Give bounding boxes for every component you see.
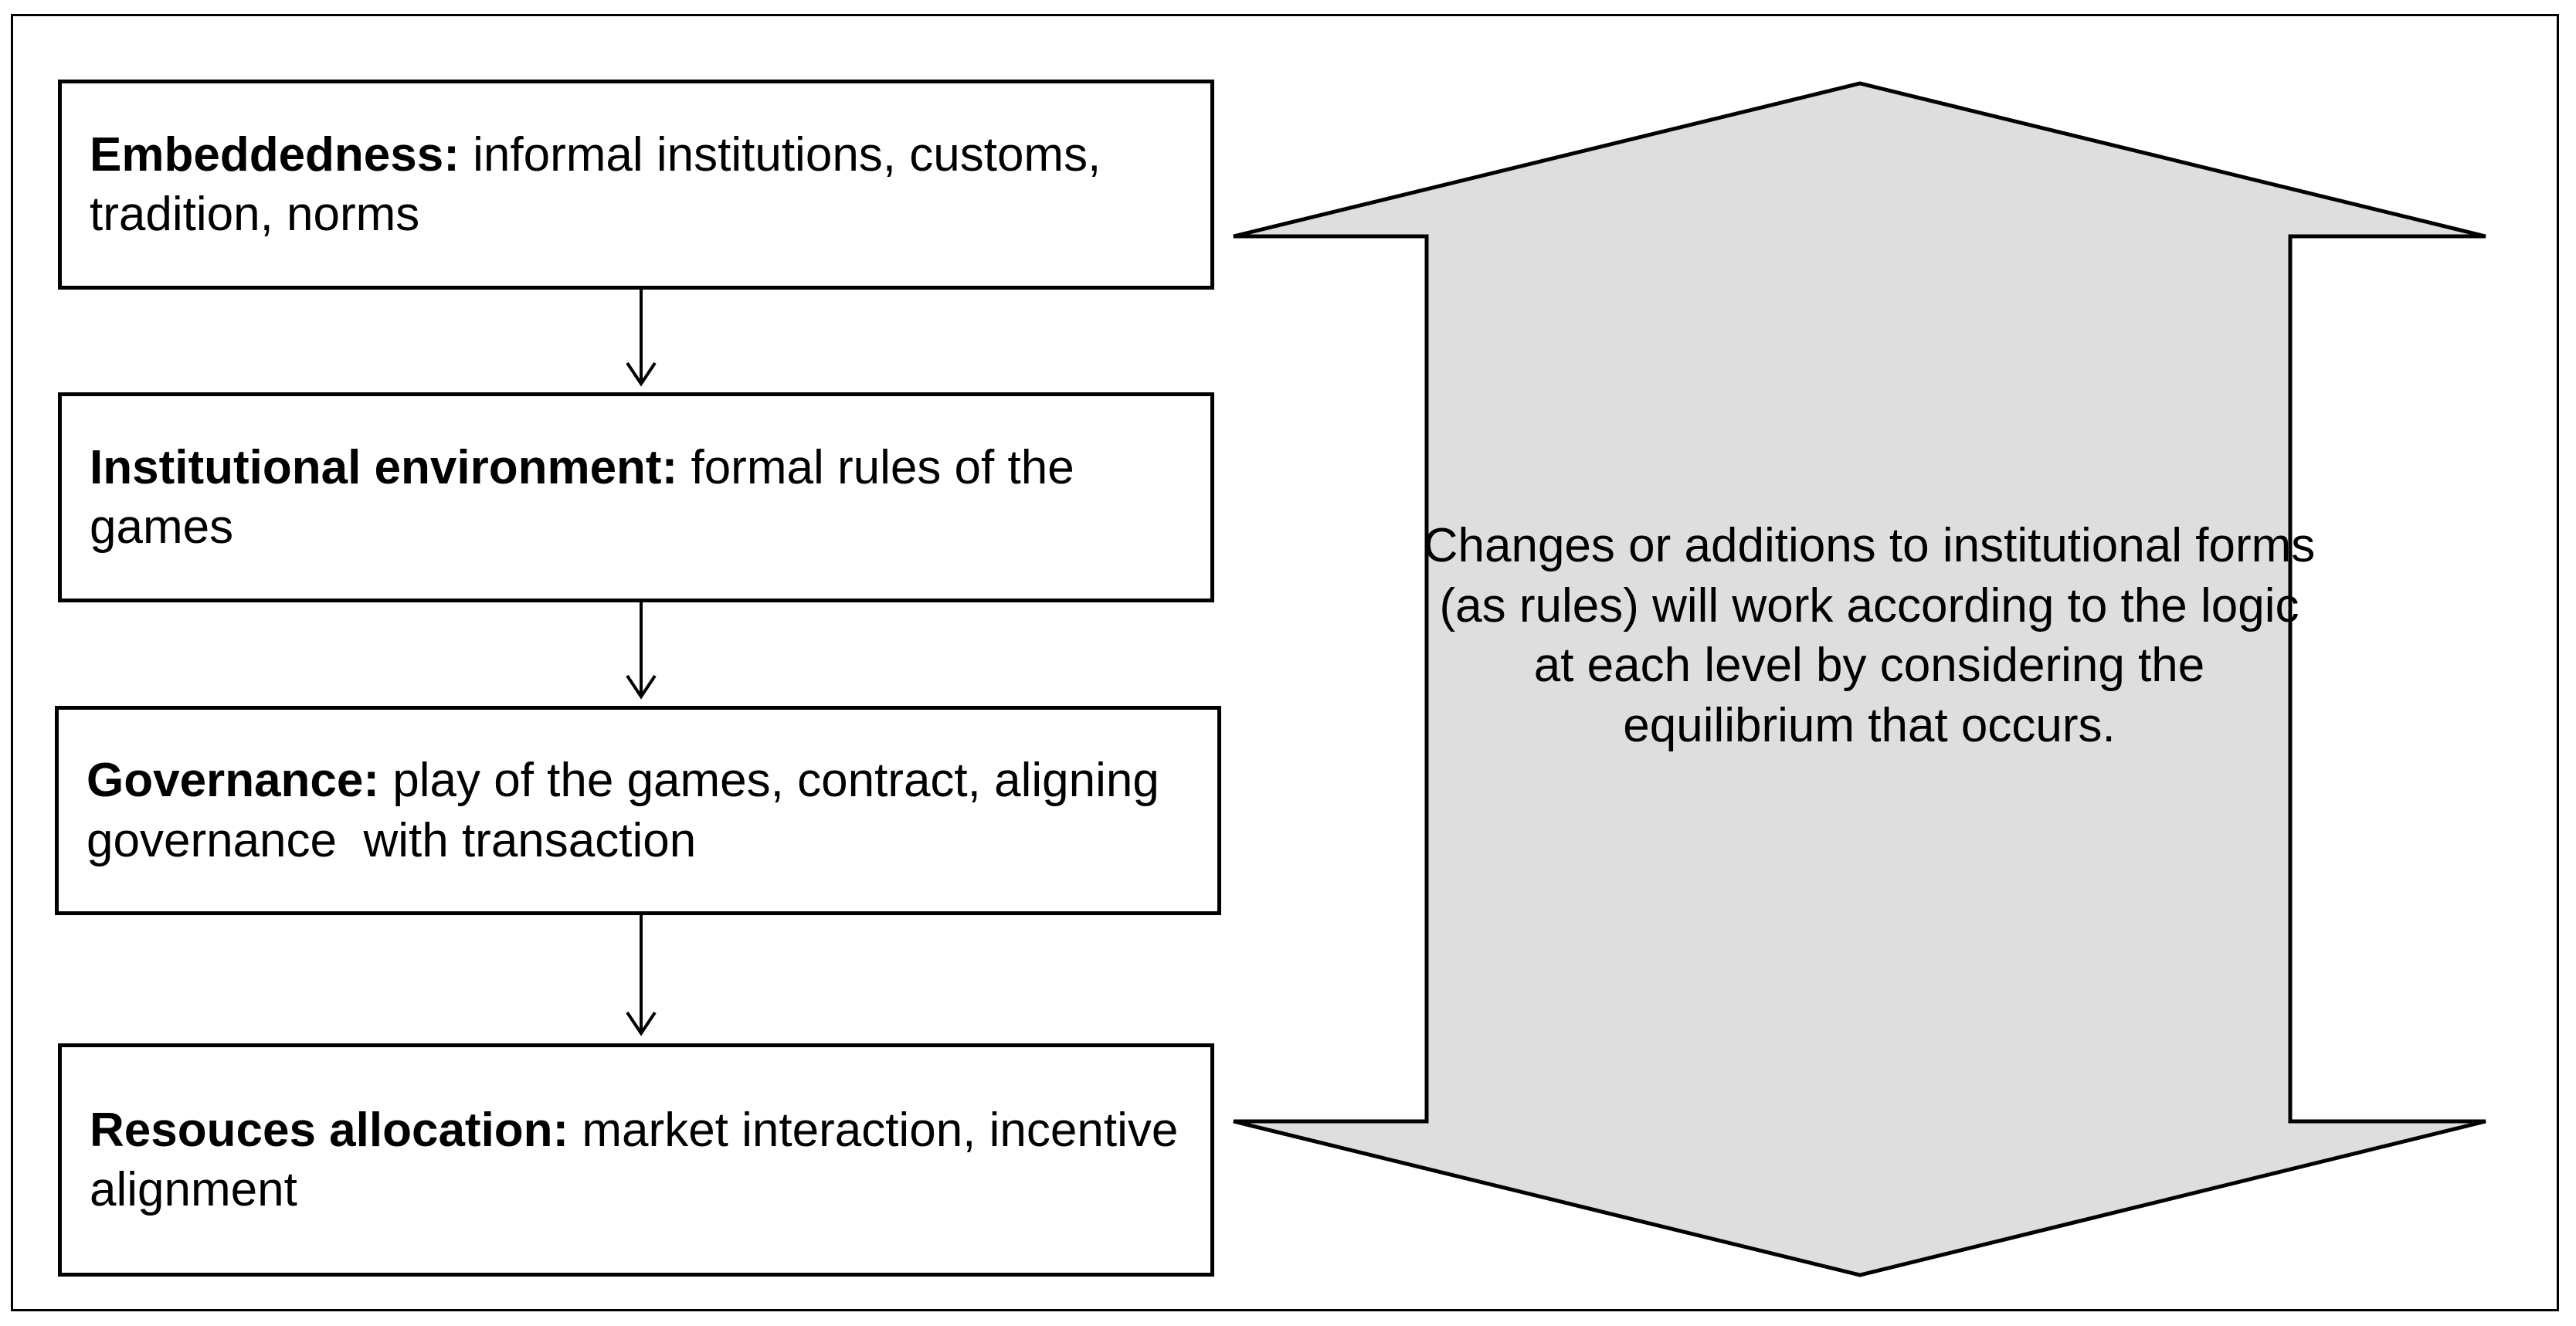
level-description: play of the games, contract, aligning go… — [87, 754, 1173, 867]
double-arrow-caption: Changes or additions to institutional fo… — [1423, 519, 2316, 752]
level-description: formal rules of the games — [90, 440, 1074, 554]
level-heading: Institutional environment: — [90, 440, 678, 494]
level-description: informal institutions, customs, traditio… — [90, 127, 1101, 242]
level-heading: Resouces allocation: — [90, 1103, 569, 1157]
level-box-governance: Governance: play of the games, contract,… — [55, 706, 1221, 915]
level-heading: Governance: — [87, 754, 380, 807]
level-description: market interaction, incentive alignment — [90, 1103, 1179, 1217]
level-box-resource-allocation: Resouces allocation: market interaction,… — [58, 1043, 1214, 1277]
level-box-institutional-environment: Institutional environment: formal rules … — [58, 392, 1214, 602]
level-box-embeddedness: Embeddedness: informal institutions, cus… — [58, 80, 1214, 290]
level-heading: Embeddedness: — [90, 127, 460, 181]
